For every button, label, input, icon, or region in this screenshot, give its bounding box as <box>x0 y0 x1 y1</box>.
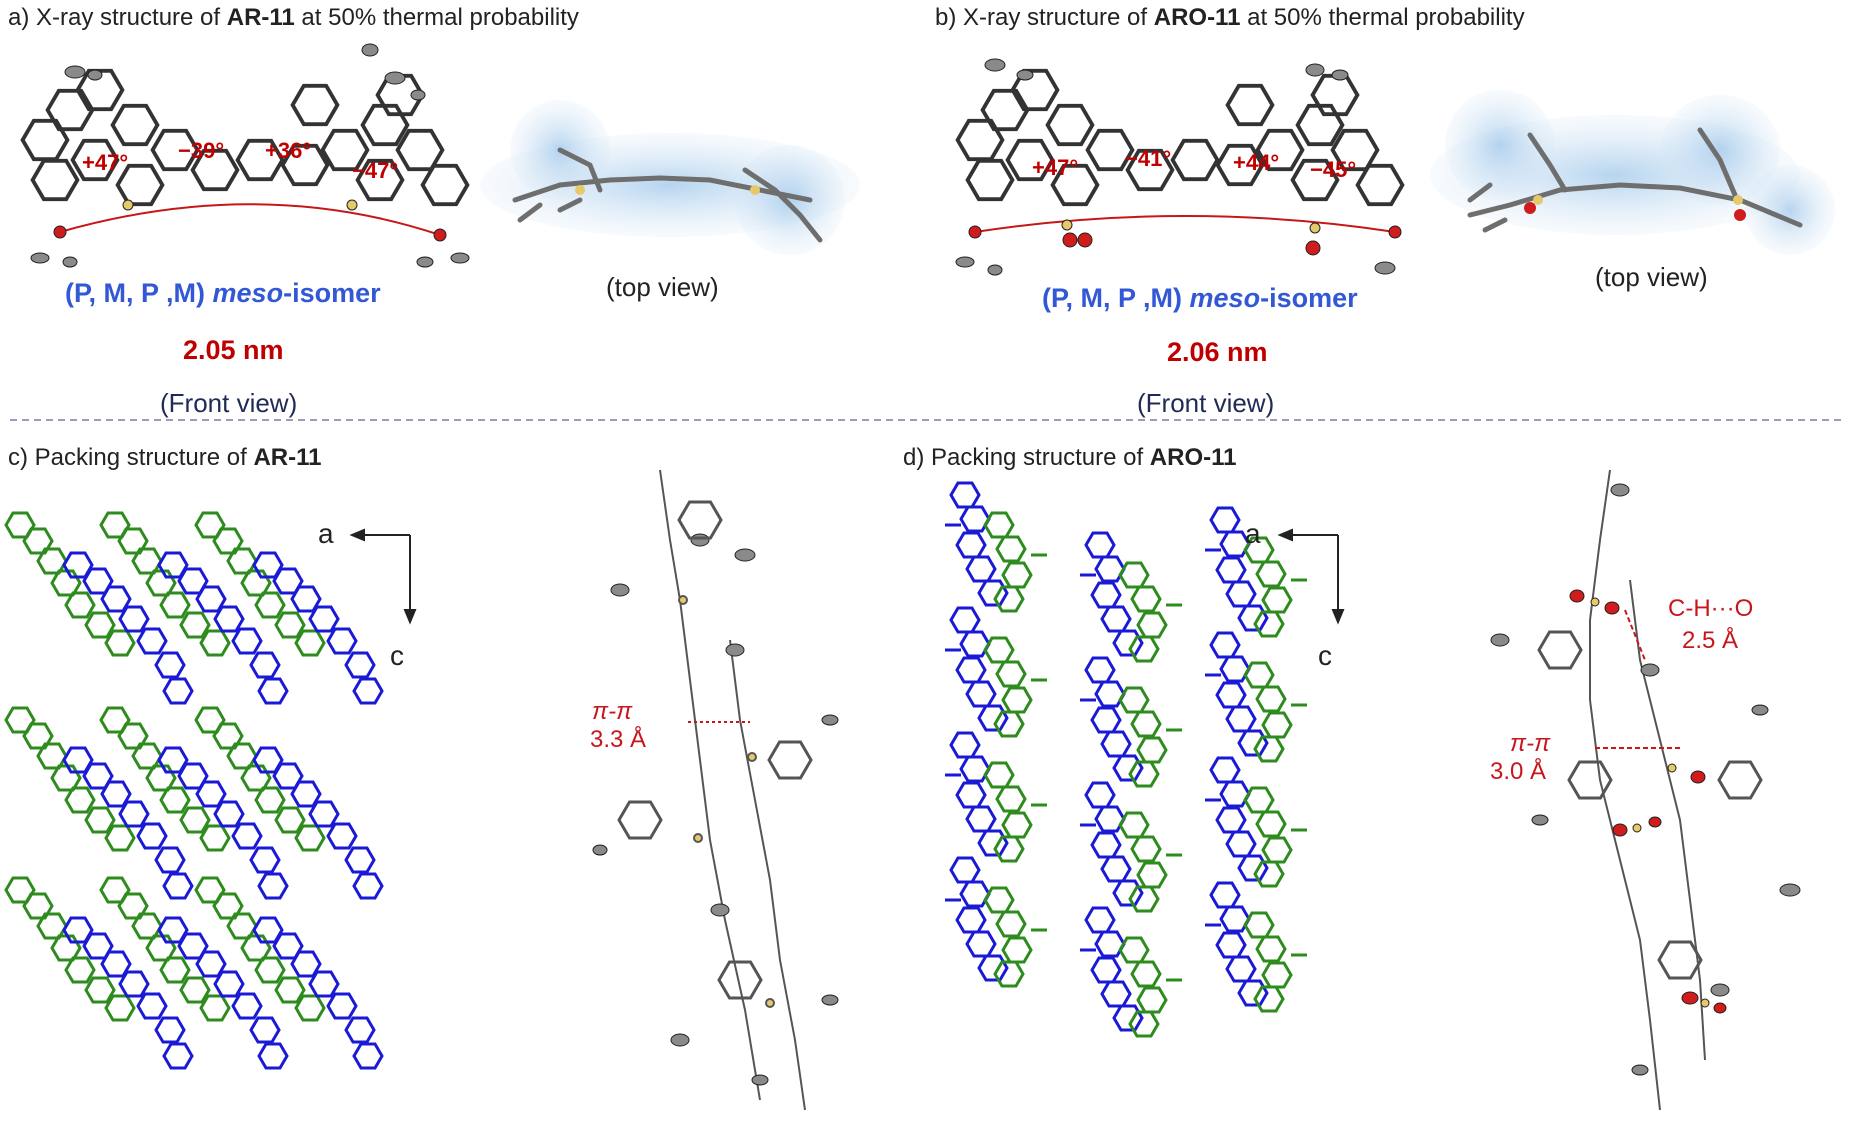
panel-a-isomer-italic: meso <box>212 278 284 308</box>
ar11-axis-arrows <box>349 528 417 625</box>
panel-a-angle-3: +36° <box>265 138 312 163</box>
ar11-packing-structure <box>4 511 384 1070</box>
panel-b-angle-1: +47° <box>1032 155 1079 180</box>
panel-c-pi-distance: 3.3 Å <box>590 726 647 753</box>
panel-b-isomer-italic: meso <box>1189 283 1261 313</box>
panel-d-axis-c: c <box>1318 640 1332 671</box>
panel-a-length: 2.05 nm <box>183 335 284 365</box>
panel-d-ch-o-distance: 2.5 Å <box>1682 627 1739 654</box>
panel-a-top-view-label: (top view) <box>606 272 719 302</box>
panel-a-angle-1: +47° <box>82 150 129 175</box>
panel-b-isomer-prefix: (P, M, P ,M) <box>1042 283 1190 313</box>
panel-b-front-view-label: (Front view) <box>1137 388 1275 418</box>
panel-a-angle-2: −39° <box>178 138 225 163</box>
panel-d-title: d) Packing structure of ARO-11 <box>903 444 1236 472</box>
panel-c-pi-label: π-π <box>592 698 632 726</box>
panel-d-ch-o-label: C-H···O <box>1668 595 1754 622</box>
panel-b-angle-2: −41° <box>1125 146 1172 171</box>
panel-b-angle-4: −45° <box>1310 157 1357 182</box>
panel-c-axis-a: a <box>318 518 334 549</box>
aro11-top-view-structure <box>1430 90 1835 255</box>
panel-b-compound: ARO-11 <box>1153 4 1241 31</box>
ar11-front-structure <box>20 43 470 268</box>
panel-b-angle-3: +44° <box>1233 150 1280 175</box>
panel-b-title-suffix: at 50% thermal probability <box>1240 4 1525 31</box>
panel-b-title: b) X-ray structure of ARO-11 at 50% ther… <box>935 4 1525 32</box>
aro11-packing-structure <box>943 481 1309 1038</box>
panel-a-title-prefix: a) X-ray structure of <box>8 4 227 31</box>
panel-a-isomer-prefix: (P, M, P ,M) <box>65 278 213 308</box>
aro11-ch-o-line <box>1624 609 1646 661</box>
panel-b-title-prefix: b) X-ray structure of <box>935 4 1154 31</box>
panel-d-axis-a: a <box>1245 518 1261 549</box>
aro11-axis-arrows <box>1277 528 1345 625</box>
panel-b-isomer-label: (P, M, P ,M) meso-isomer <box>1042 283 1358 314</box>
panel-a-isomer-suffix: -isomer <box>283 278 381 308</box>
panel-a-compound: AR-11 <box>226 4 295 31</box>
ar11-top-view-structure <box>480 100 860 255</box>
panel-d-title-prefix: d) Packing structure of <box>903 444 1150 471</box>
aro11-front-structure <box>955 58 1405 276</box>
panel-a-title-suffix: at 50% thermal probability <box>294 4 579 31</box>
panel-c-title-prefix: c) Packing structure of <box>8 444 254 471</box>
panel-c-title: c) Packing structure of AR-11 <box>8 444 321 472</box>
panel-a-title: a) X-ray structure of AR-11 at 50% therm… <box>8 4 579 32</box>
panel-d-pi-label: π-π <box>1510 730 1550 758</box>
panel-a-angle-4: −47° <box>352 158 399 183</box>
panel-d-pi-text: π-π <box>1510 730 1551 757</box>
panel-a-front-view-label: (Front view) <box>160 388 298 418</box>
panel-a-isomer-label: (P, M, P ,M) meso-isomer <box>65 278 381 309</box>
panel-d-compound: ARO-11 <box>1149 444 1237 471</box>
panel-d-pi-distance: 3.0 Å <box>1490 758 1547 785</box>
panel-b-length: 2.06 nm <box>1167 337 1268 367</box>
panel-b-isomer-suffix: -isomer <box>1260 283 1358 313</box>
panel-c-pi-text: π-π <box>592 698 633 725</box>
panel-c-axis-c: c <box>390 640 404 671</box>
aro11-dimer-structure <box>1490 469 1801 1111</box>
panel-b-top-view-label: (top view) <box>1595 262 1708 292</box>
ar11-dimer-structure <box>592 469 839 1111</box>
panel-c-compound: AR-11 <box>253 444 322 471</box>
